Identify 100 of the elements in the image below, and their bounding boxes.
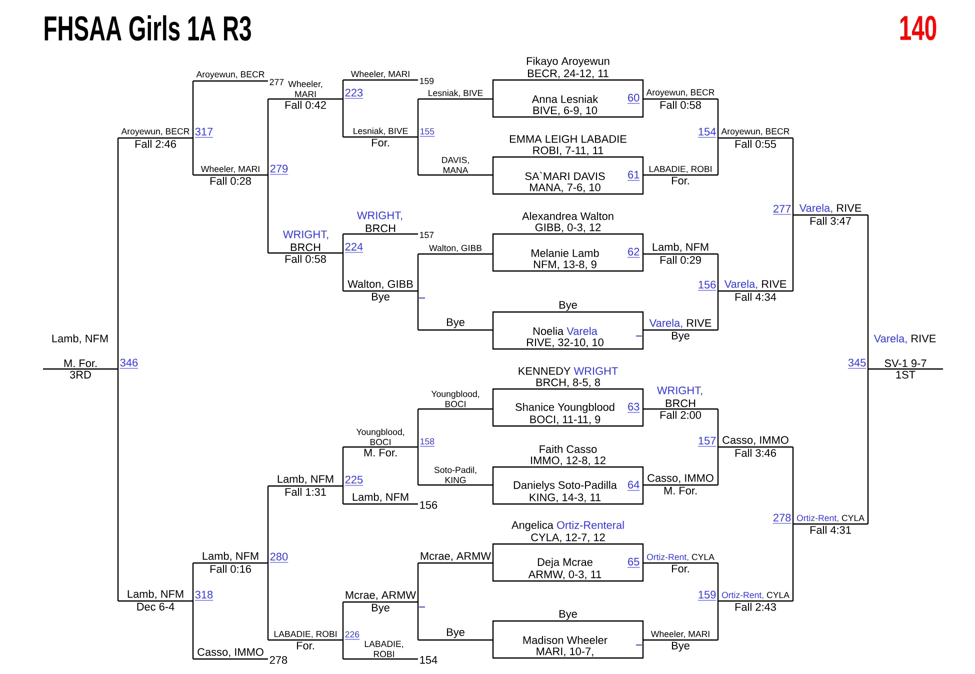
match-result: Fall 2:43 <box>735 602 776 611</box>
match-link: 224 <box>344 242 364 253</box>
wrestler-name: Wheeler, MARI <box>650 630 710 638</box>
wrestler-name: Varela, RIVE <box>649 318 712 328</box>
bracket-box: Shanice Youngblood BOCI, 11-11, 9 63 <box>492 388 644 427</box>
wrestler-name: Aroyewun, BECR <box>196 71 264 80</box>
wrestler-name: Walton, GIBB <box>429 244 482 252</box>
wrestler-name: Lamb, NFM <box>278 474 334 484</box>
wrestler-name: Alexandrea Walton GIBB, 0-3, 12 <box>522 212 614 233</box>
wrestler-name: BRCH <box>366 224 396 232</box>
wrestler-name: DAVIS, MANA <box>442 156 469 174</box>
match-result: For. <box>297 642 314 650</box>
match-link: 158 <box>420 438 435 447</box>
bracket-box: Danielys Soto-Padilla KING, 14-3, 11 64 <box>492 466 644 505</box>
wrestler-name: Casso, IMMO <box>198 648 264 658</box>
match-link: 159 <box>698 590 716 601</box>
wrestler-name: Lamb, NFM <box>52 334 108 344</box>
wrestler-name: Youngblood, BOCI <box>356 428 404 446</box>
wrestler-name: Varela, RIVE <box>799 204 862 214</box>
wrestler-name: M. For. <box>64 360 97 368</box>
match-result: Fall 4:31 <box>810 526 851 534</box>
match-result: M. For. <box>364 448 397 456</box>
wrestler-name: Casso, IMMO <box>722 436 788 446</box>
match-link: 223 <box>344 88 364 99</box>
match-result: Fall 0:55 <box>735 140 776 148</box>
bracket-box: Anna Lesniak BIVE, 6-9, 10 60 <box>492 79 644 118</box>
match-result: Bye <box>372 604 390 614</box>
wrestler-name: Varela, RIVE <box>874 334 936 344</box>
bracket-box: Noelia Varela RIVE, 32-10, 10 <box>492 311 644 350</box>
match-result: Fall 1:31 <box>285 488 326 496</box>
match-result: Bye <box>672 332 690 342</box>
match-result: For. <box>672 176 689 184</box>
wrestler-name: Bye <box>559 301 577 311</box>
match-result: Fall 2:46 <box>135 140 176 148</box>
wrestler-name: Fikayo Aroyewun BECR, 24-12, 11 <box>526 56 610 79</box>
wrestler-name: Soto-Padil, KING <box>434 466 476 484</box>
wrestler-name: Aroyewun, BECR <box>721 128 790 136</box>
match-result: Bye <box>372 292 390 303</box>
match-result: Fall 3:47 <box>810 216 851 225</box>
wrestler-name: Bye <box>446 628 464 638</box>
wrestler-name: Lamb, NFM <box>202 552 258 562</box>
match-result: Fall 2:00 <box>660 410 702 419</box>
match-link: 157 <box>698 436 716 447</box>
match-link: 154 <box>698 128 716 138</box>
wrestler-name: Ortiz-Rent, CYLA <box>722 592 790 600</box>
match-result: Fall 0:42 <box>285 100 326 109</box>
wrestler-name: Lamb, NFM <box>352 492 408 502</box>
match-result: 1ST <box>896 370 916 379</box>
wrestler-name: Faith Casso IMMO, 12-8, 12 <box>531 444 606 466</box>
wrestler-name: Lesniak, BIVE <box>428 90 483 98</box>
bout-number: 156 <box>420 501 438 509</box>
wrestler-name: SV-1 9-7 <box>884 359 926 368</box>
wrestler-name: Aroyewun, BECR <box>121 128 190 136</box>
match-result: Fall 4:34 <box>735 292 776 301</box>
wrestler-name: WRIGHT, <box>656 386 702 396</box>
match-result: Fall 3:46 <box>735 448 776 457</box>
match-link: 278 <box>772 514 792 524</box>
bracket-box: Melanie Lamb NFM, 13-8, 9 62 <box>492 233 644 272</box>
wrestler-name: Ortiz-Rent, CYLA <box>646 554 714 562</box>
match-link: 156 <box>698 280 716 291</box>
wrestler-name: KENNEDY WRIGHT BRCH, 8-5, 8 <box>518 367 618 388</box>
wrestler-name: Lamb, NFM <box>128 590 184 600</box>
match-link: 226 <box>344 631 360 640</box>
bracket-box: Deja Mcrae ARMW, 0-3, 11 65 <box>492 543 644 582</box>
wrestler-name: Wheeler, MARI <box>200 166 260 174</box>
match-result: Fall 0:58 <box>285 254 326 263</box>
wrestler-name: Walton, GIBB <box>348 280 413 290</box>
match-result: 3RD <box>70 370 91 379</box>
wrestler-name: Ortiz-Rent, CYLA <box>796 514 864 522</box>
match-result: Bye <box>672 642 690 652</box>
match-link: 317 <box>194 128 214 138</box>
weight-class: 140 <box>900 16 936 40</box>
wrestler-name: Varela, RIVE <box>724 280 786 290</box>
bout-number: 157 <box>420 232 434 238</box>
bout-number: 159 <box>420 78 434 84</box>
wrestler-name: Angelica Ortiz-Renteral CYLA, 12-7, 12 <box>512 520 624 543</box>
match-result: Fall 0:29 <box>660 256 701 264</box>
wrestler-name: LABADIE, ROBI <box>274 630 336 638</box>
wrestler-name: Mcrae, ARMW <box>346 591 416 600</box>
wrestler-name: Bye <box>559 610 577 620</box>
bout-number: 277 <box>270 78 284 86</box>
match-link: 277 <box>772 204 792 215</box>
bout-number: 278 <box>270 656 288 664</box>
wrestler-name: Wheeler, MARI <box>288 80 322 98</box>
wrestler-name: LABADIE, ROBI <box>364 640 404 658</box>
match-result: For. <box>672 564 689 572</box>
wrestler-name: Youngblood, BOCI <box>431 390 480 408</box>
match-result: Dec 6-4 <box>137 602 174 611</box>
match-link: 279 <box>270 164 288 175</box>
match-result: Fall 0:28 <box>210 176 251 185</box>
bout-number: 154 <box>420 656 438 664</box>
bracket-box: Madison Wheeler MARI, 10-7, <box>492 620 644 659</box>
match-link: 225 <box>344 476 364 486</box>
match-link: 346 <box>120 358 138 369</box>
match-link: 345 <box>848 358 866 369</box>
wrestler-name: WRIGHT, <box>282 230 328 240</box>
wrestler-name: WRIGHT, <box>356 211 402 221</box>
match-result: Fall 0:16 <box>210 564 251 573</box>
match-link: 155 <box>420 128 435 137</box>
wrestler-name: BRCH <box>666 399 696 408</box>
